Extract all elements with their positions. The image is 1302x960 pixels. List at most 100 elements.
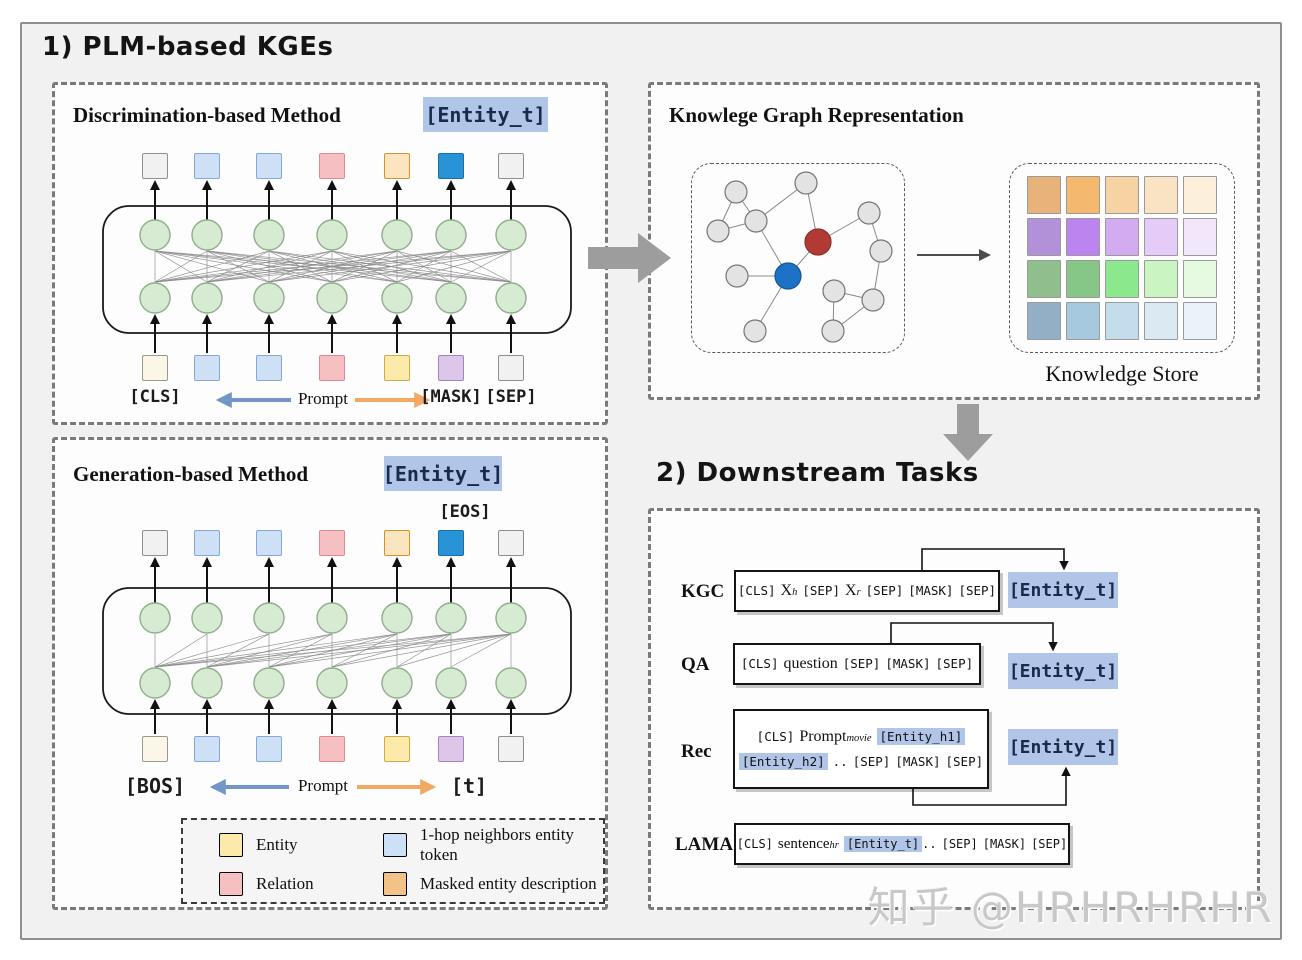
section2-title: 2) Downstream Tasks (656, 458, 979, 488)
token-relation (319, 355, 345, 381)
prompt-label: Prompt (297, 389, 349, 408)
generation-input-tokens (55, 440, 605, 907)
seq-token: [SEP] (945, 754, 984, 769)
mask-label: [MASK] (420, 387, 482, 407)
seq-token: [SEP] (958, 583, 997, 598)
kg-node (822, 279, 846, 303)
task-label-rec: Rec (681, 741, 712, 762)
seq-token: [CLS] (756, 729, 795, 744)
store-cell (1027, 176, 1061, 214)
masked-desc-swatch (383, 871, 407, 896)
seq-token: [SEP] (842, 656, 881, 671)
store-cell (1105, 260, 1139, 298)
task-label-qa: QA (681, 654, 710, 675)
store-cell (1183, 260, 1217, 298)
token-entity (384, 736, 410, 762)
kg-node-blue (774, 262, 802, 290)
store-cell (1144, 176, 1178, 214)
token-neighbor (256, 355, 282, 381)
kg-node (794, 171, 818, 195)
discrimination-title: Discrimination-based Method (73, 103, 341, 127)
rec-entity-t-badge: [Entity_t] (1008, 729, 1118, 765)
token-cream (142, 736, 168, 762)
t-label: [t] (450, 774, 488, 798)
kg-node (821, 319, 845, 343)
token-target (438, 530, 464, 556)
section1-title: 1) PLM-based KGEs (42, 32, 334, 62)
store-cell (1066, 218, 1100, 256)
generation-title: Generation-based Method (73, 462, 309, 486)
seq-token: [MASK] (908, 583, 954, 598)
generation-panel: Generation-based Method [Entity_t] [EOS]… (52, 437, 608, 910)
token-neighbor (256, 153, 282, 179)
store-cell (1027, 260, 1061, 298)
neighbor-swatch (383, 832, 407, 857)
legend-item-masked-desc: Masked entity description (383, 871, 597, 896)
legend-item-relation: Relation (219, 871, 369, 896)
knowledge-store-label: Knowledge Store (1045, 361, 1199, 386)
kg-node (724, 180, 748, 204)
seq-token: [CLS] (736, 836, 773, 851)
eos-label: [EOS] (439, 502, 491, 522)
store-cell (1144, 260, 1178, 298)
kg-node (869, 239, 893, 263)
seq-token: [MASK] (895, 754, 941, 769)
discrimination-input-tokens (55, 85, 605, 422)
legend-label: Entity (256, 834, 298, 854)
token-neighbor (256, 736, 282, 762)
legend-item-entity: Entity (219, 832, 369, 857)
qa-sequence-box: [CLS] question [SEP] [MASK] [SEP] (733, 643, 981, 685)
kg-node (857, 201, 881, 225)
generation-output-tokens (55, 440, 605, 907)
token-neighbor (194, 153, 220, 179)
kgc-entity-t-badge: [Entity_t] (1008, 572, 1118, 608)
token-maskdesc (384, 530, 410, 556)
kgc-arrow (921, 548, 1069, 571)
graph-to-store-arrow (917, 249, 991, 261)
qa-entity-t-badge: [Entity_t] (1008, 653, 1118, 689)
task-label-kgc: KGC (681, 581, 725, 602)
store-cell (1183, 218, 1217, 256)
seq-token: question (783, 655, 838, 672)
kg-node-red (804, 228, 832, 256)
knowledge-graph (706, 171, 893, 343)
token-relation (319, 530, 345, 556)
kg-title: Knowlege Graph Representation (669, 103, 964, 127)
kg-node (725, 264, 749, 288)
entity-t-badge: [Entity_t] (423, 97, 548, 132)
kg-node (743, 319, 767, 343)
flow-arrow-down (943, 404, 993, 461)
discrimination-output-tokens (55, 85, 605, 422)
seq-token: .. (832, 754, 848, 769)
cls-label: [CLS] (129, 387, 181, 407)
token-gray (498, 736, 524, 762)
kg-node (744, 209, 768, 233)
kg-node (706, 219, 730, 243)
flow-arrow-right (588, 233, 671, 283)
token-gray (498, 530, 524, 556)
token-target (438, 153, 464, 179)
token-gray (498, 355, 524, 381)
legend-label: Masked entity description (420, 873, 597, 893)
token-cream (142, 355, 168, 381)
token-legend: Entity 1-hop neighbors entity token Rela… (181, 818, 605, 904)
store-cell (1105, 176, 1139, 214)
sep-label: [SEP] (485, 387, 537, 407)
discrimination-panel: Discrimination-based Method [Entity_t] [… (52, 82, 608, 425)
relation-swatch (219, 871, 243, 896)
token-gray (142, 530, 168, 556)
seq-token: [MASK] (982, 836, 1027, 851)
token-maskdesc (384, 153, 410, 179)
store-cell (1183, 176, 1217, 214)
knowledge-store-box (1009, 163, 1235, 353)
token-purple (438, 355, 464, 381)
entity-h1-highlight: [Entity_h1] (876, 728, 966, 745)
legend-item-neighbor: 1-hop neighbors entity token (383, 825, 597, 865)
token-entity (384, 355, 410, 381)
